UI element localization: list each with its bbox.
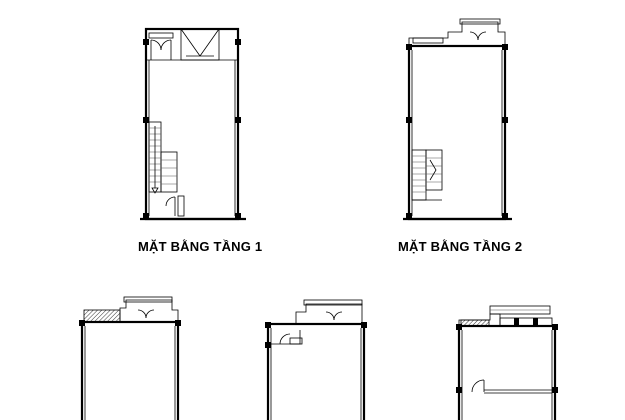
floor-plan-3 (79, 296, 181, 420)
plan-5-roof-terrace (458, 305, 553, 327)
plan-4-balcony (295, 299, 363, 324)
plan-1-title: MẶT BẰNG TẦNG 1 (138, 239, 263, 254)
plan-1-column (143, 39, 149, 45)
plan-2-balcony (408, 18, 506, 46)
floor-plan-2 (403, 18, 512, 221)
plan-1-double-door (148, 32, 174, 60)
plan-3-balcony (83, 296, 179, 323)
plan-2-staircase (411, 149, 443, 201)
plan-2-title: MẶT BẰNG TẦNG 2 (398, 239, 523, 254)
plan-4-outer-wall (266, 322, 366, 420)
plan-1-staircase (148, 121, 178, 194)
floor-plan-1 (140, 27, 246, 221)
plan-1-outer-wall (144, 27, 240, 221)
plan-1-entrance-door (180, 28, 220, 61)
plan-3-outer-wall (80, 320, 180, 420)
plan-2-outer-wall (407, 44, 507, 221)
floor-plan-5 (456, 305, 558, 420)
plan-5-outer-wall (457, 324, 557, 420)
floor-plan-4 (265, 299, 367, 420)
